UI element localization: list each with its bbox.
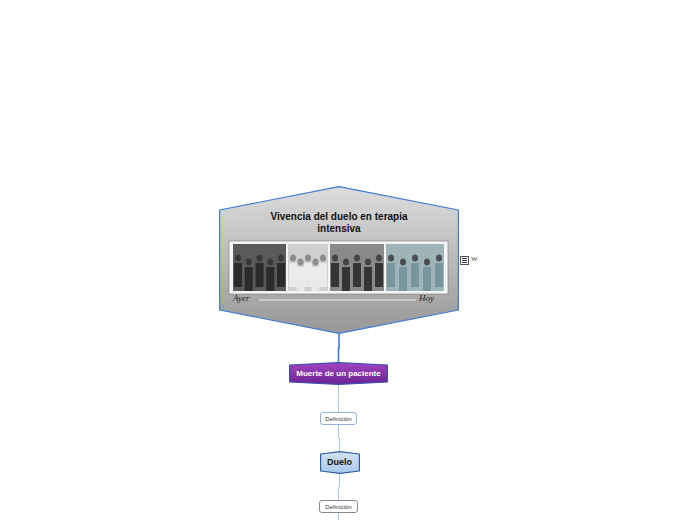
topic-title: Vivencia del duelo en terapia intensiva — [251, 211, 427, 234]
sub-topic: Duelo — [320, 451, 360, 474]
timeline-label: Hoy — [419, 294, 434, 303]
node-text: Duelo — [327, 458, 352, 467]
node-outline — [290, 363, 388, 385]
node-outline — [320, 501, 358, 513]
node-outline — [321, 413, 357, 425]
hexagon-outline — [219, 186, 459, 334]
main-topic: Muerte de un paciente — [289, 362, 388, 385]
note-marker: W — [471, 256, 478, 263]
relation-label-box: Definición — [319, 500, 358, 513]
relation-label-box: Definición — [320, 412, 357, 425]
photo-strip — [229, 241, 448, 294]
branch-connector — [338, 334, 340, 362]
branch-connector — [339, 425, 340, 451]
node-text: Definición — [325, 416, 351, 422]
branch-connector — [338, 385, 339, 412]
node-text: Definición — [325, 504, 351, 510]
central-topic: Vivencia del duelo en terapia intensivaA… — [219, 186, 459, 334]
note-icon — [461, 257, 469, 265]
timeline-line — [259, 300, 416, 301]
trailing-branch — [338, 513, 339, 520]
node-text: Muerte de un paciente — [296, 370, 380, 378]
node-outline — [320, 452, 359, 474]
timeline-label: Ayer — [233, 294, 250, 303]
node-outline — [220, 187, 459, 334]
branch-connector — [339, 474, 340, 500]
